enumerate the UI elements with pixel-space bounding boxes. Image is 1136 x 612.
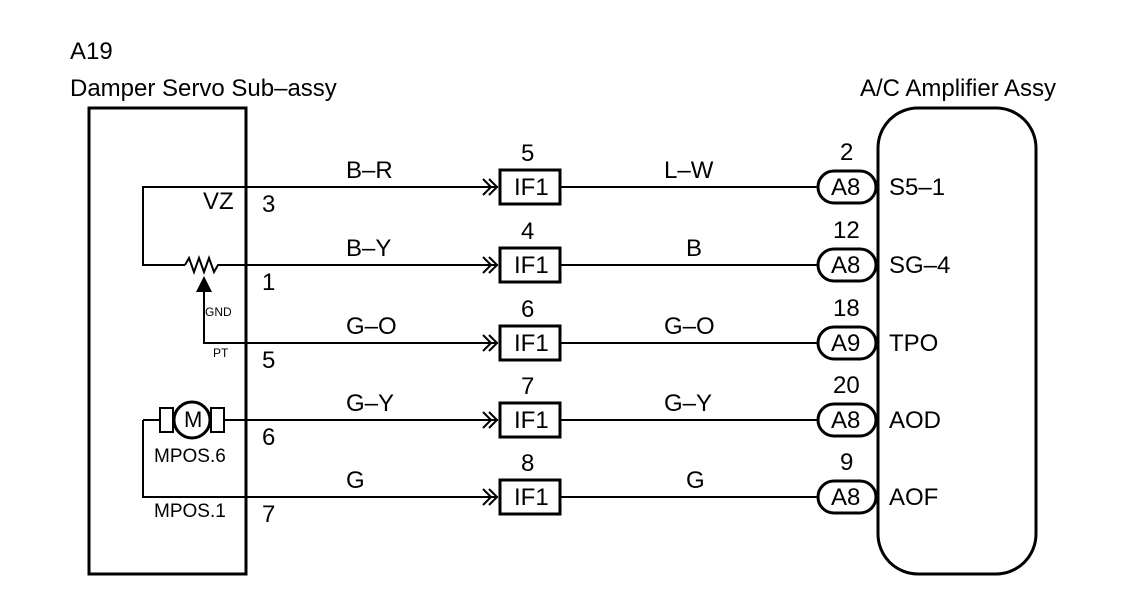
motor-label: M bbox=[184, 407, 203, 432]
amp-connector-pill-1 bbox=[816, 247, 878, 283]
left-pin-number: 7 bbox=[262, 501, 276, 528]
motor-brush-left bbox=[159, 407, 174, 433]
connector-name: IF1 bbox=[514, 484, 549, 511]
connector-chevron-b-4 bbox=[488, 488, 499, 506]
right-component-title: A/C Amplifier Assy bbox=[860, 75, 1057, 102]
right-wire-color: G–Y bbox=[664, 390, 713, 417]
circuit-rows bbox=[246, 168, 878, 516]
motor-brush-right bbox=[210, 407, 225, 433]
amp-connector-name: A8 bbox=[831, 484, 861, 511]
amp-connector-name: A8 bbox=[831, 407, 861, 434]
amp-connector-pill-0 bbox=[816, 169, 878, 205]
resistor-symbol bbox=[184, 255, 246, 275]
amp-connector-name: A8 bbox=[831, 252, 861, 279]
terminal-name: S5–1 bbox=[889, 174, 946, 201]
amplifier-box bbox=[876, 106, 1038, 576]
connector-chevron-a-2 bbox=[482, 334, 493, 352]
amp-pin-number: 2 bbox=[840, 139, 854, 166]
amp-pin-number: 18 bbox=[833, 295, 860, 322]
connector-chevron-b-3 bbox=[488, 411, 499, 429]
connector-chevron-a-1 bbox=[482, 256, 493, 274]
amp-connector-pill-2 bbox=[816, 325, 878, 361]
connector-chevron-b-0 bbox=[488, 178, 499, 196]
connector-pin-number: 4 bbox=[521, 218, 535, 245]
terminal-name: AOD bbox=[889, 407, 942, 434]
motor-return-wire bbox=[142, 420, 246, 498]
wiper-wire bbox=[203, 292, 246, 344]
connector-chevron-b-1 bbox=[488, 256, 499, 274]
connector-name: IF1 bbox=[514, 174, 549, 201]
left-wire-color: G–O bbox=[346, 313, 397, 340]
left-wire-color: G–Y bbox=[346, 390, 395, 417]
amp-connector-name: A8 bbox=[831, 174, 861, 201]
amp-connector-name: A9 bbox=[831, 330, 861, 357]
wiper-arrow-icon bbox=[196, 276, 212, 292]
left-pin-number: 5 bbox=[262, 347, 276, 374]
connector-name: IF1 bbox=[514, 407, 549, 434]
connector-pin-number: 5 bbox=[521, 140, 535, 167]
amp-pin-number: 9 bbox=[840, 449, 854, 476]
left-wire-color: B–R bbox=[346, 157, 393, 184]
amp-connector-pill-4 bbox=[816, 479, 878, 515]
amp-pin-number: 12 bbox=[833, 217, 860, 244]
right-wire-color: G bbox=[686, 467, 705, 494]
mpos6-label: MPOS.6 bbox=[154, 446, 226, 467]
left-wire-color: G bbox=[346, 467, 365, 494]
terminal-name: TPO bbox=[889, 330, 939, 357]
gnd-label: GND bbox=[205, 305, 232, 319]
connector-chevron-a-3 bbox=[482, 411, 493, 429]
right-wire-color: B bbox=[686, 235, 703, 262]
pt-label: PT bbox=[213, 346, 229, 360]
left-pin-number: 6 bbox=[262, 424, 276, 451]
right-wire-color: G–O bbox=[664, 313, 715, 340]
terminal-name: SG–4 bbox=[889, 252, 951, 279]
left-pin-number: 3 bbox=[262, 191, 276, 218]
connector-pin-number: 7 bbox=[521, 373, 535, 400]
connector-chevron-a-4 bbox=[482, 488, 493, 506]
damper-servo-box bbox=[87, 106, 248, 576]
terminal-name: AOF bbox=[889, 484, 939, 511]
amp-pin-number: 20 bbox=[833, 372, 860, 399]
left-component-title: Damper Servo Sub–assy bbox=[70, 75, 337, 102]
vz-label: VZ bbox=[203, 188, 234, 215]
component-id: A19 bbox=[70, 38, 113, 65]
connector-pin-number: 6 bbox=[521, 296, 535, 323]
left-wire-color: B–Y bbox=[346, 235, 392, 262]
mpos1-label: MPOS.1 bbox=[154, 501, 226, 522]
amp-connector-pill-3 bbox=[816, 402, 878, 438]
connector-name: IF1 bbox=[514, 330, 549, 357]
connector-name: IF1 bbox=[514, 252, 549, 279]
vz-loop-wire bbox=[142, 186, 246, 266]
connector-chevron-b-2 bbox=[488, 334, 499, 352]
right-wire-color: L–W bbox=[664, 157, 714, 184]
connector-pin-number: 8 bbox=[521, 450, 535, 477]
left-pin-number: 1 bbox=[262, 269, 276, 296]
connector-chevron-a-0 bbox=[482, 178, 493, 196]
